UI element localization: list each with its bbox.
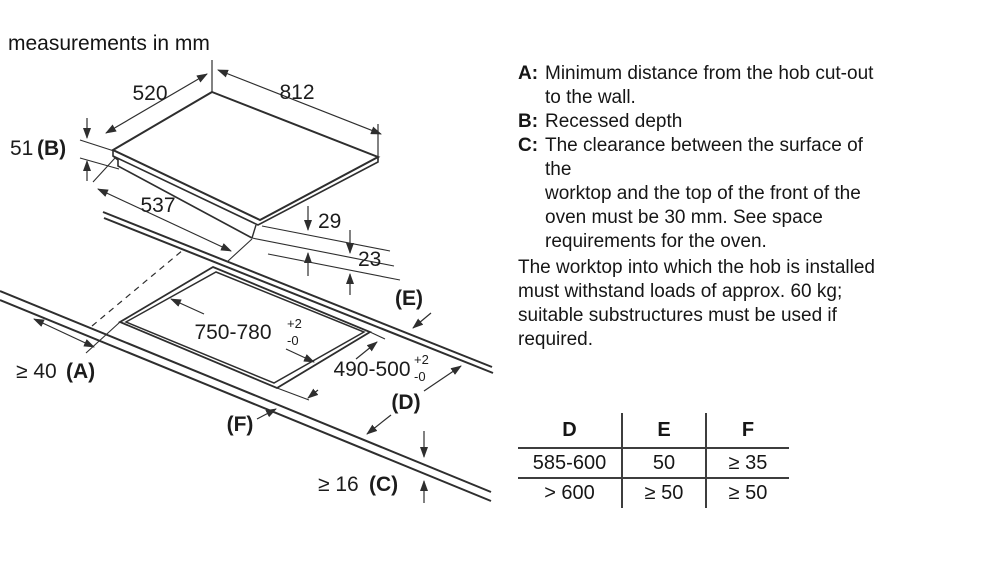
legend-item-b: B: Recessed depth [518, 110, 894, 134]
dim-51b: 51 (B) [10, 118, 120, 181]
legend-item-c: C: The clearance between the surface of … [518, 134, 894, 254]
note-line: suitable substructures must be used if [518, 305, 837, 326]
table-header-f: F [706, 413, 789, 449]
table-cell: 50 [622, 448, 707, 479]
dim-f-key: (F) [227, 413, 254, 436]
table-header-e: E [622, 413, 707, 449]
table-cell: 585-600 [518, 448, 623, 479]
dim-812-label: 812 [279, 81, 314, 104]
projection-dashed-line [91, 249, 184, 327]
dim-490-500-tol-plus: +2 [414, 352, 429, 367]
dim-cutout-long: 750-780 +2 -0 [170, 298, 315, 363]
note-line: must withstand loads of approx. 60 kg; [518, 281, 843, 302]
dim-490-500-label: 490-500 [333, 358, 410, 381]
legend-c-line: oven must be 30 mm. See space [545, 207, 823, 228]
dim-750-780-tol-minus: -0 [287, 333, 299, 348]
dim-e: (E) [395, 287, 432, 329]
dim-a-value: ≥ 40 [16, 360, 57, 383]
worktop-note: The worktop into which the hob is instal… [518, 256, 898, 352]
dim-d-key: (D) [391, 391, 420, 414]
table-header-row: D E F [518, 413, 789, 449]
dim-23: 23 [346, 230, 381, 295]
legend-c-line: The clearance between the surface of the [545, 135, 863, 180]
dim-e-key: (E) [395, 287, 423, 310]
dim-d: (D) [366, 365, 462, 435]
dim-c-key: (C) [369, 473, 398, 496]
legend-key-c: C: [518, 135, 539, 156]
dim-520: 520 [105, 60, 213, 134]
dim-490-500-tol-minus: -0 [414, 369, 426, 384]
legend-a-line: to the wall. [545, 87, 636, 108]
dim-b-key-label: (B) [37, 137, 66, 160]
dim-23-label: 23 [358, 248, 381, 271]
legend-b-line: Recessed depth [545, 111, 683, 132]
legend-c-line: requirements for the oven. [545, 231, 767, 252]
dim-537-label: 537 [140, 194, 175, 217]
dim-a: ≥ 40 (A) [16, 318, 121, 383]
legend: A: Minimum distance from the hob cut-out… [518, 62, 894, 254]
dim-c-value: ≥ 16 [318, 473, 359, 496]
legend-item-a: A: Minimum distance from the hob cut-out… [518, 62, 894, 110]
table-cell: ≥ 50 [728, 482, 768, 504]
table-row: > 600 ≥ 50 ≥ 50 [518, 478, 789, 508]
dim-f: (F) [227, 408, 277, 436]
measurements-note: measurements in mm [8, 32, 210, 55]
table-row: 585-600 50 ≥ 35 [518, 448, 789, 479]
dim-537: 537 [92, 157, 253, 262]
legend-c-line: worktop and the top of the front of the [545, 183, 861, 204]
table-header-d: D [518, 413, 623, 449]
def-table: D E F 585-600 50 ≥ 35 > 600 ≥ 50 ≥ 50 [518, 413, 789, 508]
note-line: The worktop into which the hob is instal… [518, 257, 875, 278]
table-cell: ≥ 50 [622, 478, 707, 508]
dim-520-label: 520 [132, 82, 167, 105]
table-cell: ≥ 35 [706, 448, 789, 479]
table-cell: > 600 [518, 478, 623, 508]
note-line: required. [518, 329, 593, 350]
legend-key-b: B: [518, 111, 539, 132]
dim-c: ≥ 16 (C) [318, 431, 428, 503]
installation-diagram: 520 812 51 (B) 537 29 23 750-780 +2 [0, 60, 494, 503]
dim-812: 812 [217, 69, 382, 160]
dim-51-label: 51 [10, 137, 33, 160]
hob-drawing [110, 90, 401, 281]
dim-cutout-short: 490-500 +2 -0 [276, 331, 429, 401]
dim-750-780-tol-plus: +2 [287, 316, 302, 331]
dim-29: 29 [304, 206, 341, 276]
legend-a-line: Minimum distance from the hob cut-out [545, 63, 874, 84]
dim-a-key: (A) [66, 360, 95, 383]
legend-key-a: A: [518, 63, 539, 84]
dim-750-780-label: 750-780 [194, 321, 271, 344]
dim-29-label: 29 [318, 210, 341, 233]
